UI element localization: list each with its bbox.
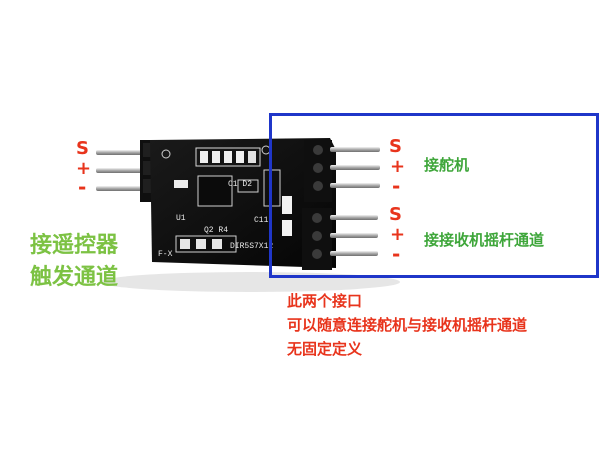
board-components	[161, 145, 292, 253]
remote-label-line2: 触发通道	[30, 265, 119, 290]
silk-u1: U1	[176, 214, 186, 223]
right-header-top	[304, 140, 380, 202]
receiver-label: 接接收机摇杆通道	[424, 231, 545, 249]
right-top-pin-s: S	[389, 136, 402, 157]
silk-fx: F-X	[158, 250, 173, 259]
note-line3: 无固定定义	[287, 340, 363, 358]
interface-highlight-box	[269, 113, 599, 278]
silk-c1: C1 D2	[228, 180, 252, 189]
remote-label-line1: 接遥控器	[30, 233, 119, 258]
right-top-pin-plus: +	[390, 156, 406, 177]
left-pin-plus: +	[76, 158, 92, 179]
left-header	[96, 140, 154, 202]
right-top-pin-minus: -	[392, 174, 401, 198]
left-pin-minus: -	[78, 175, 87, 199]
note-line2: 可以随意连接舵机与接收机摇杆通道	[287, 316, 528, 334]
right-bottom-pin-s: S	[389, 204, 402, 225]
right-bottom-pin-minus: -	[392, 242, 401, 266]
silk-model: DIR5S7X12	[230, 242, 273, 251]
servo-label: 接舵机	[424, 156, 470, 174]
silk-r3: Q2 R4	[204, 226, 228, 235]
left-pin-s: S	[76, 138, 89, 159]
silk-c11: C11	[254, 216, 269, 225]
right-bottom-pin-plus: +	[390, 224, 406, 245]
note-line1: 此两个接口	[287, 292, 363, 310]
right-header-bottom	[302, 208, 378, 270]
